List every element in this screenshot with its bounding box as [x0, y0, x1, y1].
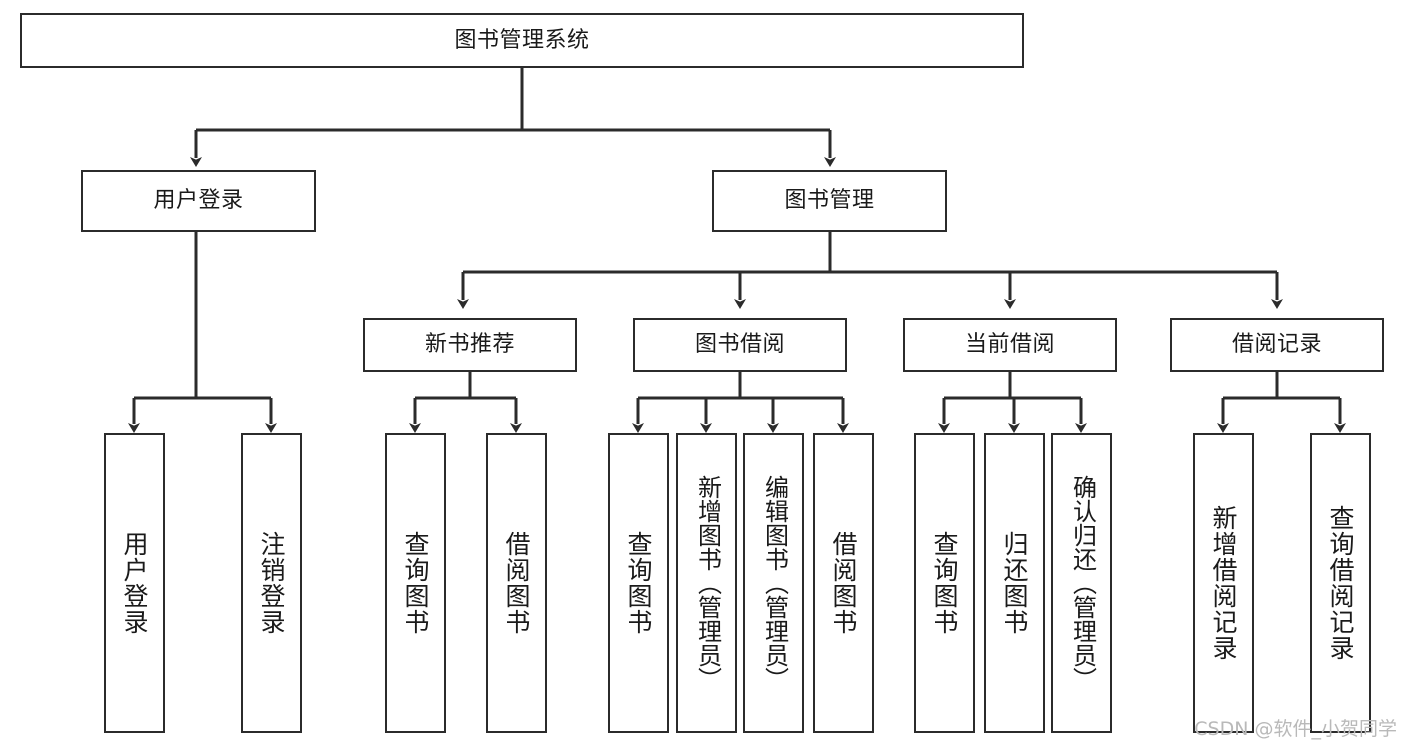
node-leaf-logout[interactable]: 注销登录	[241, 433, 302, 733]
node-leaf-query-book-1-label: 查询图书	[401, 531, 430, 635]
node-leaf-query-borrow-record-label: 查询借阅记录	[1326, 505, 1355, 661]
node-book-management[interactable]: 图书管理	[712, 170, 947, 232]
node-leaf-edit-book-admin-label: 编辑图书（管理员）	[760, 475, 789, 691]
node-root[interactable]: 图书管理系统	[20, 13, 1024, 68]
node-leaf-add-borrow-record[interactable]: 新增借阅记录	[1193, 433, 1254, 733]
node-leaf-query-borrow-record[interactable]: 查询借阅记录	[1310, 433, 1371, 733]
node-book-borrow[interactable]: 图书借阅	[633, 318, 847, 372]
node-current-borrow[interactable]: 当前借阅	[903, 318, 1117, 372]
node-borrow-record[interactable]: 借阅记录	[1170, 318, 1384, 372]
csdn-watermark: CSDN @软件_小贺同学	[1194, 718, 1397, 740]
node-current-borrow-label: 当前借阅	[964, 332, 1055, 358]
node-leaf-user-login-label: 用户登录	[120, 531, 149, 635]
node-leaf-add-book-admin-label: 新增图书（管理员）	[693, 475, 722, 691]
node-book-borrow-label: 图书借阅	[694, 332, 785, 358]
node-leaf-query-book-2[interactable]: 查询图书	[608, 433, 669, 733]
node-leaf-return-book-label: 归还图书	[1000, 531, 1029, 635]
node-new-book-recommend-label: 新书推荐	[424, 332, 515, 358]
node-borrow-record-label: 借阅记录	[1231, 332, 1322, 358]
node-leaf-add-book-admin[interactable]: 新增图书（管理员）	[676, 433, 737, 733]
node-leaf-add-borrow-record-label: 新增借阅记录	[1209, 505, 1238, 661]
node-new-book-recommend[interactable]: 新书推荐	[363, 318, 577, 372]
node-leaf-borrow-book-2-label: 借阅图书	[829, 531, 858, 635]
node-user-login[interactable]: 用户登录	[81, 170, 316, 232]
node-leaf-logout-label: 注销登录	[257, 531, 286, 635]
node-leaf-borrow-book-1[interactable]: 借阅图书	[486, 433, 547, 733]
node-leaf-query-book-1[interactable]: 查询图书	[385, 433, 446, 733]
node-leaf-user-login[interactable]: 用户登录	[104, 433, 165, 733]
node-leaf-return-book[interactable]: 归还图书	[984, 433, 1045, 733]
node-leaf-borrow-book-2[interactable]: 借阅图书	[813, 433, 874, 733]
node-leaf-confirm-return-admin-label: 确认归还（管理员）	[1068, 475, 1097, 691]
node-leaf-query-book-3[interactable]: 查询图书	[914, 433, 975, 733]
node-leaf-query-book-3-label: 查询图书	[930, 531, 959, 635]
node-user-login-label: 用户登录	[153, 188, 244, 214]
node-leaf-confirm-return-admin[interactable]: 确认归还（管理员）	[1051, 433, 1112, 733]
node-leaf-edit-book-admin[interactable]: 编辑图书（管理员）	[743, 433, 804, 733]
node-leaf-query-book-2-label: 查询图书	[624, 531, 653, 635]
node-root-label: 图书管理系统	[454, 27, 590, 53]
node-leaf-borrow-book-1-label: 借阅图书	[502, 531, 531, 635]
node-book-management-label: 图书管理	[784, 188, 875, 214]
